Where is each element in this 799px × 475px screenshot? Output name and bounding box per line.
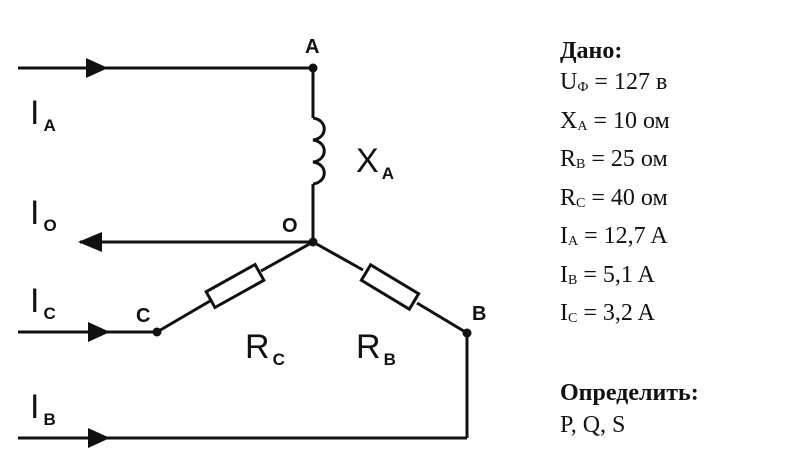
arrow-current-a [86,58,108,78]
given-subscript: Ф [577,80,589,95]
inductor-xa [312,116,326,186]
given-item-ia: IA = 12,7 A [560,220,790,259]
inductor-subscript: A [382,164,394,183]
node-a-label: A [305,36,319,58]
resistor-c-subscript: C [273,350,285,369]
node-o-dot [308,237,318,247]
wire-rc-to-c [156,299,211,334]
given-value: = 5,1 A [577,261,655,288]
node-b-dot [462,328,472,338]
given-subscript: B [568,272,578,288]
resistor-rb [359,262,421,312]
given-value: = 12,7 A [578,223,668,249]
given-symbol: U [560,69,578,95]
wire-o-to-rc [260,240,314,273]
wire-o-to-rb [312,240,364,272]
node-b-label: B [472,303,486,325]
arrow-current-b [88,428,110,448]
current-ib-subscript: B [43,410,55,429]
given-item-uf: UФ = 127 в [560,66,790,105]
given-value: = 40 ом [585,184,668,211]
given-value: = 25 ом [585,146,668,172]
arrow-current-c [88,322,110,342]
given-value: = 10 ом [587,107,670,134]
wire-rb-to-b [416,301,468,335]
given-symbol: R [560,184,577,211]
arrow-current-o [78,232,102,252]
resistor-c-symbol: R [245,328,270,366]
current-ic-subscript: C [43,304,55,323]
given-subscript: A [568,234,579,249]
given-subscript: B [576,157,586,172]
given-subscript: C [568,311,578,326]
given-symbol: R [560,146,577,172]
given-item-rb: RB = 25 ом [560,143,790,182]
node-c-dot [152,327,162,337]
resistor-b-subscript: B [384,350,396,369]
node-a-dot [308,63,318,73]
given-item-ib: IB = 5,1 A [560,259,790,298]
given-symbol: X [560,107,578,134]
given-item-rc: RC = 40 ом [560,182,790,221]
given-symbol: I [560,261,568,288]
current-io-subscript: O [43,216,56,235]
node-c-label: C [136,305,150,327]
given-subscript: A [577,118,588,134]
given-subscript: C [576,195,586,211]
current-ib-symbol: I [30,388,39,426]
given-value: = 127 в [588,69,668,95]
given-symbol: I [560,300,568,326]
resistor-b-symbol: R [356,328,381,366]
find-panel: Определить: P, Q, S [560,378,790,442]
node-o-label: O [282,215,298,237]
current-ia-symbol: I [30,94,39,132]
resistor-rc [204,262,266,310]
current-ia-subscript: A [43,116,55,135]
given-item-xa: XA = 10 ом [560,105,790,144]
inductor-symbol: X [356,142,379,180]
current-ic-symbol: I [30,282,39,320]
given-symbol: I [560,223,568,249]
given-value: = 3,2 A [577,300,655,326]
find-heading: Определить: [560,380,699,406]
given-panel: Дано: UФ = 127 в XA = 10 ом RB = 25 ом R… [560,36,790,336]
current-io-symbol: I [30,194,39,232]
find-value: P, Q, S [560,412,626,438]
given-item-ic: IC = 3,2 A [560,297,790,336]
given-heading: Дано: [560,38,623,64]
